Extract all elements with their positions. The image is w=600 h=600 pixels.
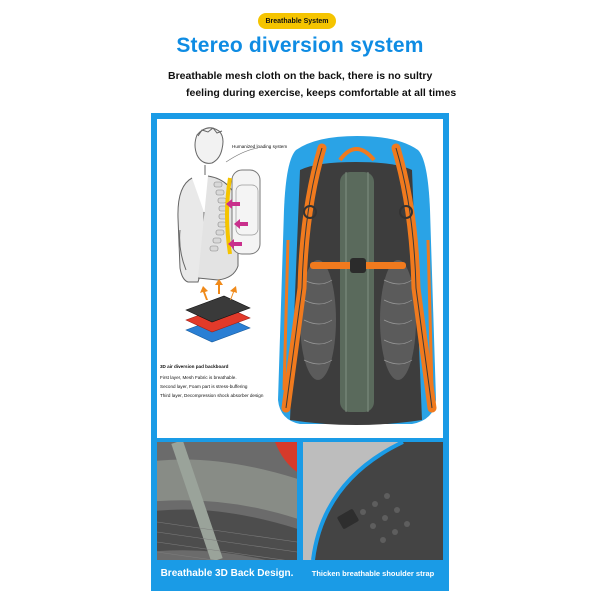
caption-shoulder-strap: Thicken breathable shoulder strap bbox=[311, 568, 435, 578]
pad-layers-icon bbox=[185, 295, 251, 343]
page-title: Stereo diversion system bbox=[176, 34, 424, 57]
backpack-image bbox=[278, 136, 437, 425]
worn-backpack-sketch bbox=[225, 169, 261, 255]
pad-heading: 3D air diversion pad backboard bbox=[160, 364, 229, 369]
loading-system-label: Humanized loading system bbox=[232, 144, 288, 149]
airflow-arrows-icon bbox=[200, 279, 237, 300]
spine-icon bbox=[209, 181, 228, 252]
layer-2-label: Second layer, Foam part is stress-buffer… bbox=[160, 384, 248, 389]
layer-1-label: First layer, Mesh Fabric is breathable. bbox=[160, 375, 237, 380]
description-line-1: Breathable mesh cloth on the back, there… bbox=[168, 70, 433, 82]
back-padding-illustration bbox=[157, 442, 297, 560]
shoulder-strap-photo bbox=[303, 442, 443, 560]
back-padding-photo bbox=[157, 442, 297, 560]
load-arrows-icon bbox=[226, 199, 248, 249]
layer-3-label: Third layer, Decompression shock absorbe… bbox=[160, 393, 264, 398]
shoulder-strap-illustration bbox=[303, 442, 443, 560]
caption-back-design: Breathable 3D Back Design. bbox=[160, 567, 294, 579]
section-badge: Breathable System bbox=[258, 13, 336, 29]
description-line-2: feeling during exercise, keeps comfortab… bbox=[186, 87, 457, 99]
